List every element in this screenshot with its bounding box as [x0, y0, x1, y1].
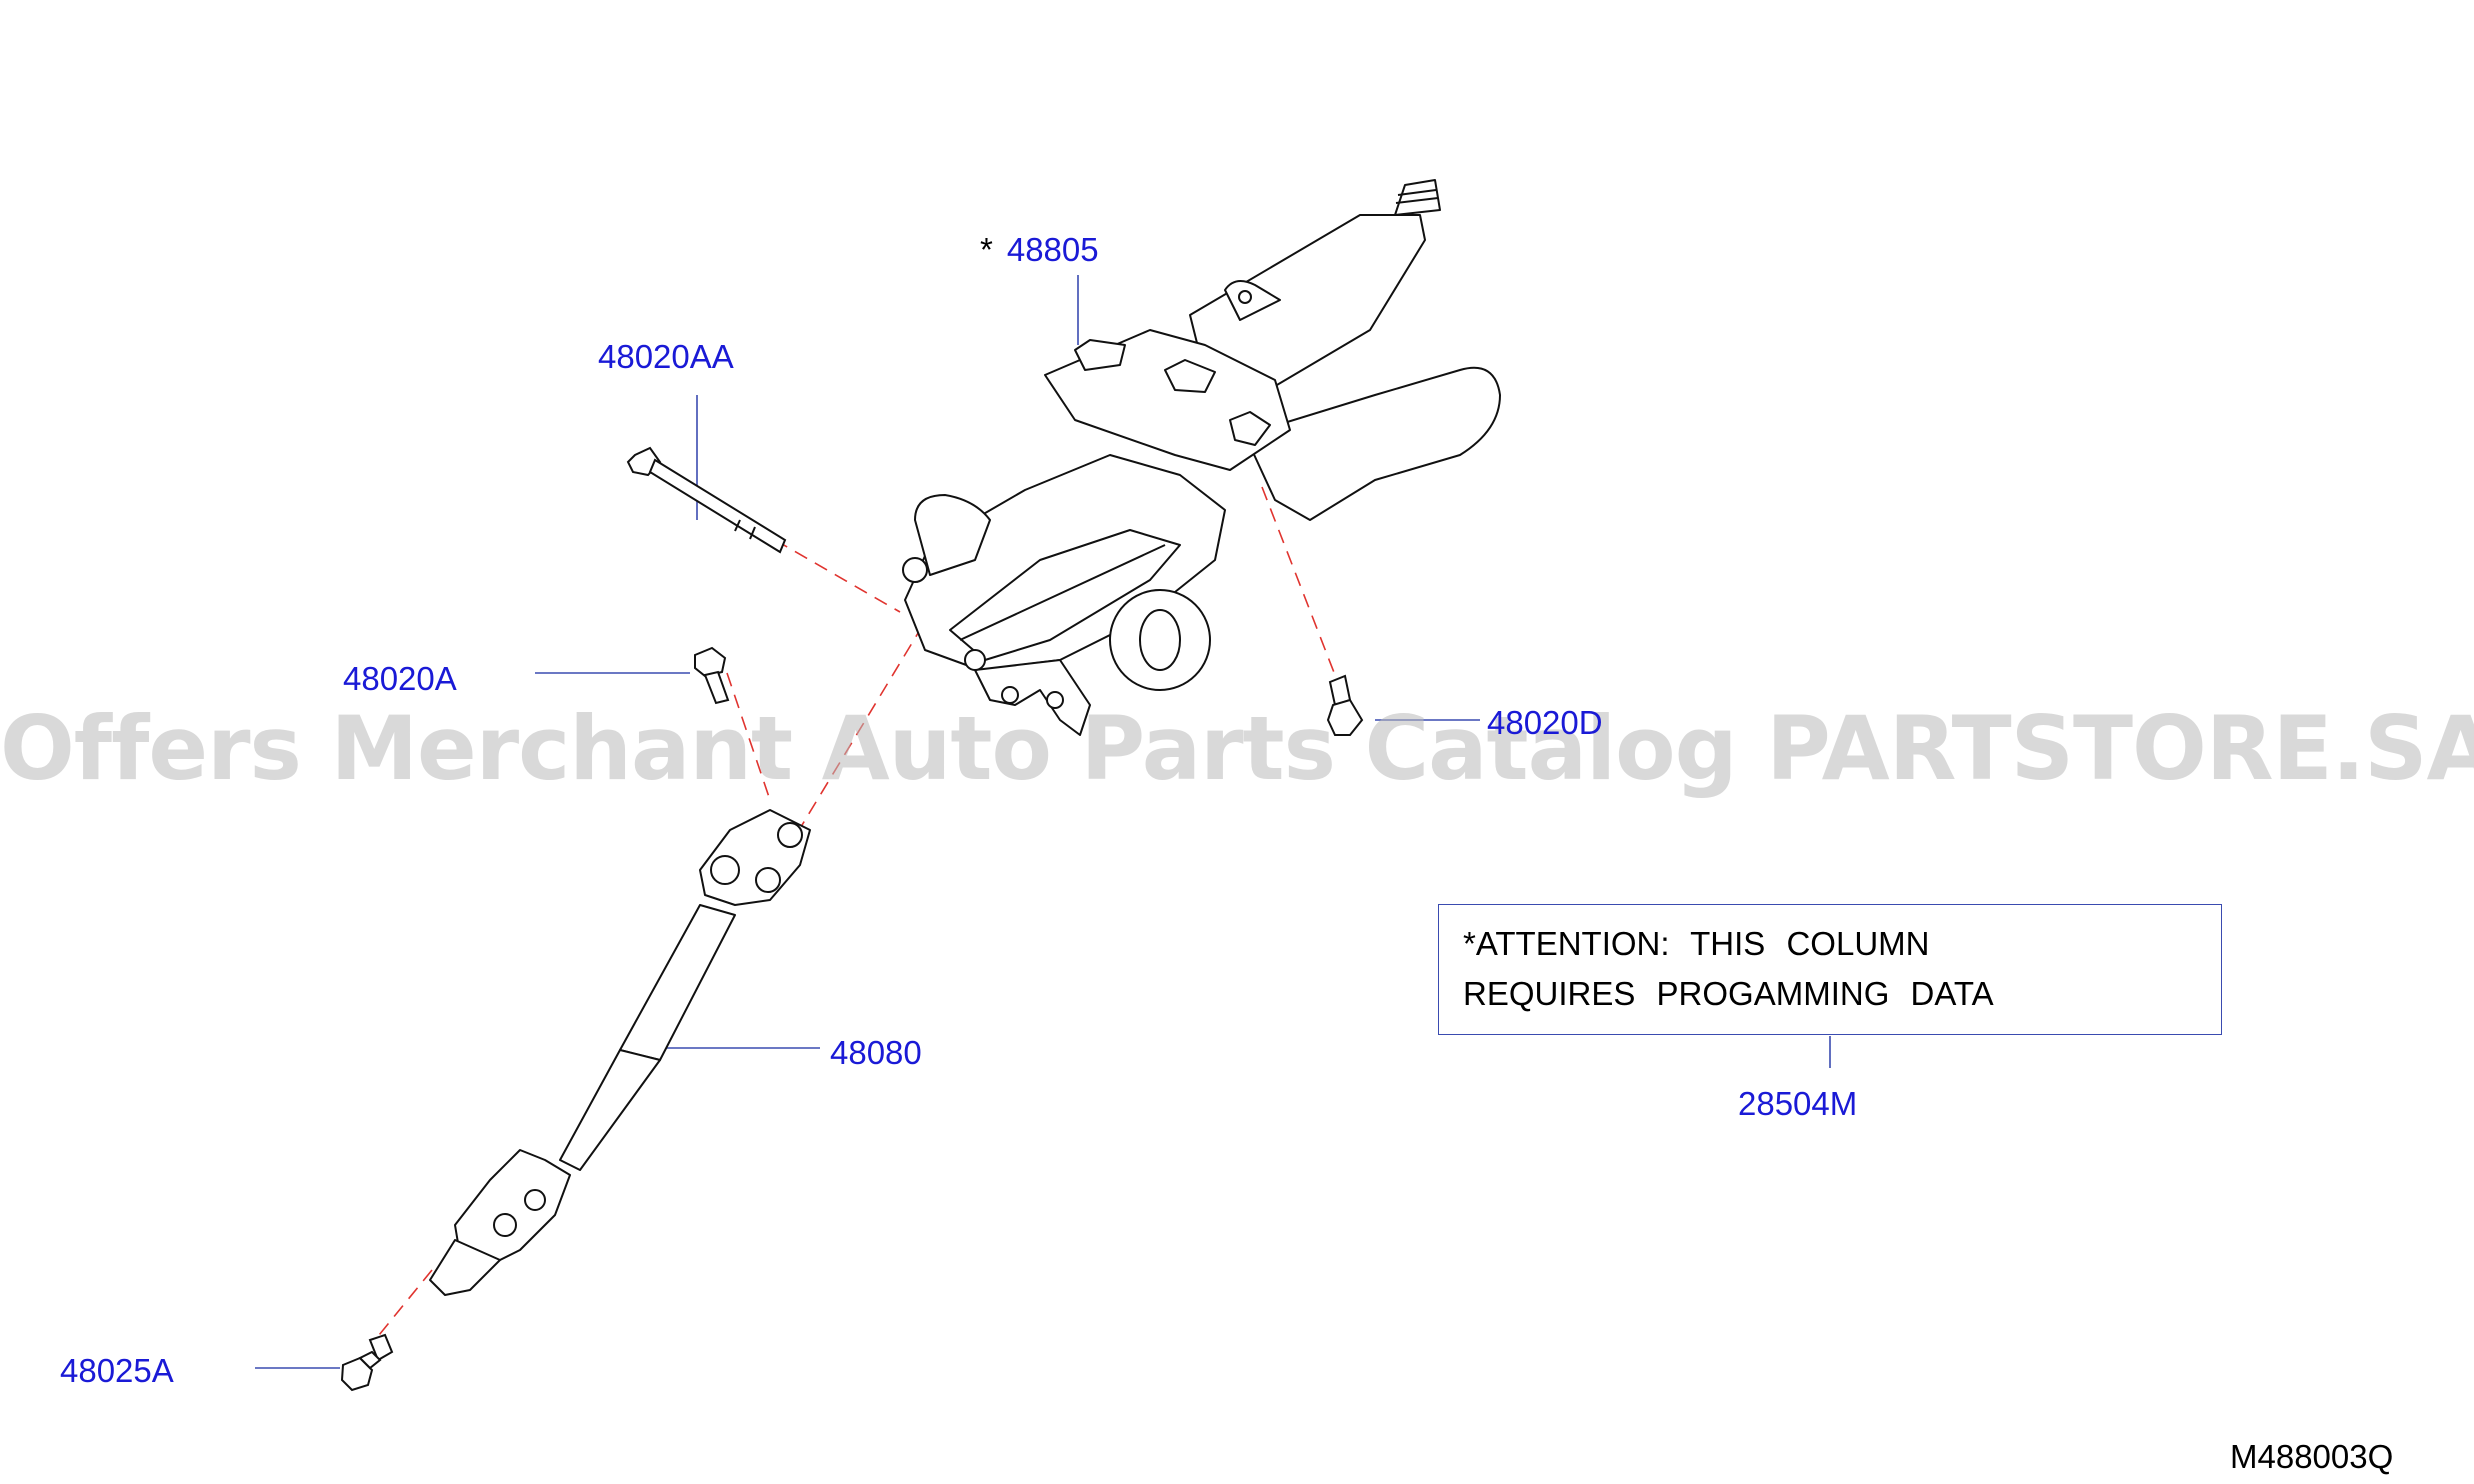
- callout-48020A[interactable]: 48020A: [343, 660, 457, 697]
- callout-48805-asterisk: *: [980, 231, 993, 268]
- steering-column-drawing: [902, 179, 1501, 736]
- programming-notice-box: *ATTENTION: THIS COLUMN REQUIRES PROGAMM…: [1438, 904, 2222, 1035]
- callout-48025A[interactable]: 48025A: [60, 1352, 174, 1389]
- bolt-48020A-drawing: [694, 646, 730, 705]
- callout-48805[interactable]: * 48805: [980, 233, 1099, 266]
- callout-48080[interactable]: 48080: [830, 1034, 922, 1071]
- watermark: Offers Merchant Auto Parts Catalog PARTS…: [0, 697, 2474, 800]
- bolt-48025A-drawing: [340, 1333, 394, 1392]
- alignment-lines: [374, 486, 1336, 1341]
- callout-48805-label: 48805: [1006, 231, 1099, 268]
- callout-48020D[interactable]: 48020D: [1487, 704, 1603, 741]
- callout-28504M[interactable]: 28504M: [1738, 1085, 1858, 1122]
- shaft-48080-drawing: [429, 809, 811, 1296]
- callout-48020AA[interactable]: 48020AA: [598, 338, 734, 375]
- bolt-48020AA-drawing: [626, 446, 787, 554]
- drawing-code: M488003Q: [2230, 1438, 2394, 1475]
- bolt-48020D-drawing: [1326, 674, 1364, 736]
- notice-line-1: *ATTENTION: THIS COLUMN: [1463, 925, 1930, 962]
- notice-line-2: REQUIRES PROGAMMING DATA: [1463, 975, 1994, 1012]
